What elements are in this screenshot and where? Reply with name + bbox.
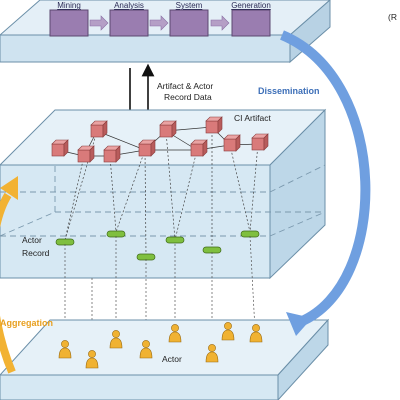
stage-generation-label: Generation [231, 1, 271, 10]
actor-person-icon [249, 324, 263, 343]
artifact-cube [190, 139, 208, 157]
actor-person-icon [109, 330, 123, 349]
aggregation-arrow [0, 176, 18, 374]
record-data-label-line1: Artifact & Actor [157, 81, 213, 91]
stage-mining-label: Mining [57, 1, 81, 10]
artifact-cube [251, 133, 269, 151]
actor-person-icon [139, 340, 153, 359]
stage-system-label: System [176, 1, 203, 10]
artifact-cube [90, 120, 108, 138]
process-flow-arrows [89, 15, 230, 31]
stage-analysis-label: Analysis [114, 1, 144, 10]
actor-persons [58, 322, 263, 369]
artifact-cube [205, 116, 223, 134]
artifact-record-links [64, 127, 259, 256]
dissemination-label: Dissemination [258, 86, 320, 96]
corner-text: (R [388, 12, 397, 22]
stage-generation: Generation [231, 1, 271, 37]
actor-record-label-line2: Record [22, 248, 50, 258]
actor-person-icon [205, 344, 219, 363]
artifact-cube [223, 134, 241, 152]
actor-person-icon [58, 340, 72, 359]
stage-system: System [169, 1, 209, 37]
artifact-cube [103, 145, 121, 163]
dissemination-arrow [280, 30, 371, 336]
artifact-cube [159, 120, 177, 138]
actor-person-icon [221, 322, 235, 341]
actor-label: Actor [162, 354, 182, 364]
aggregation-label: Aggregation [0, 318, 53, 328]
ci-artifact-label: CI Artifact [234, 113, 271, 123]
actor-record-capsule [165, 236, 185, 244]
stage-mining: Mining [49, 1, 89, 37]
artifact-cube [138, 139, 156, 157]
actor-person-icon [168, 324, 182, 343]
actor-slab [0, 318, 330, 400]
actor-person-icon [85, 350, 99, 369]
actor-record-label-line1: Actor [22, 235, 42, 245]
artifact-cube [77, 145, 95, 163]
record-data-label-line2: Record Data [164, 92, 212, 102]
artifact-cube [51, 139, 69, 157]
artifact-cubes [51, 116, 269, 163]
stage-analysis: Analysis [109, 1, 149, 37]
